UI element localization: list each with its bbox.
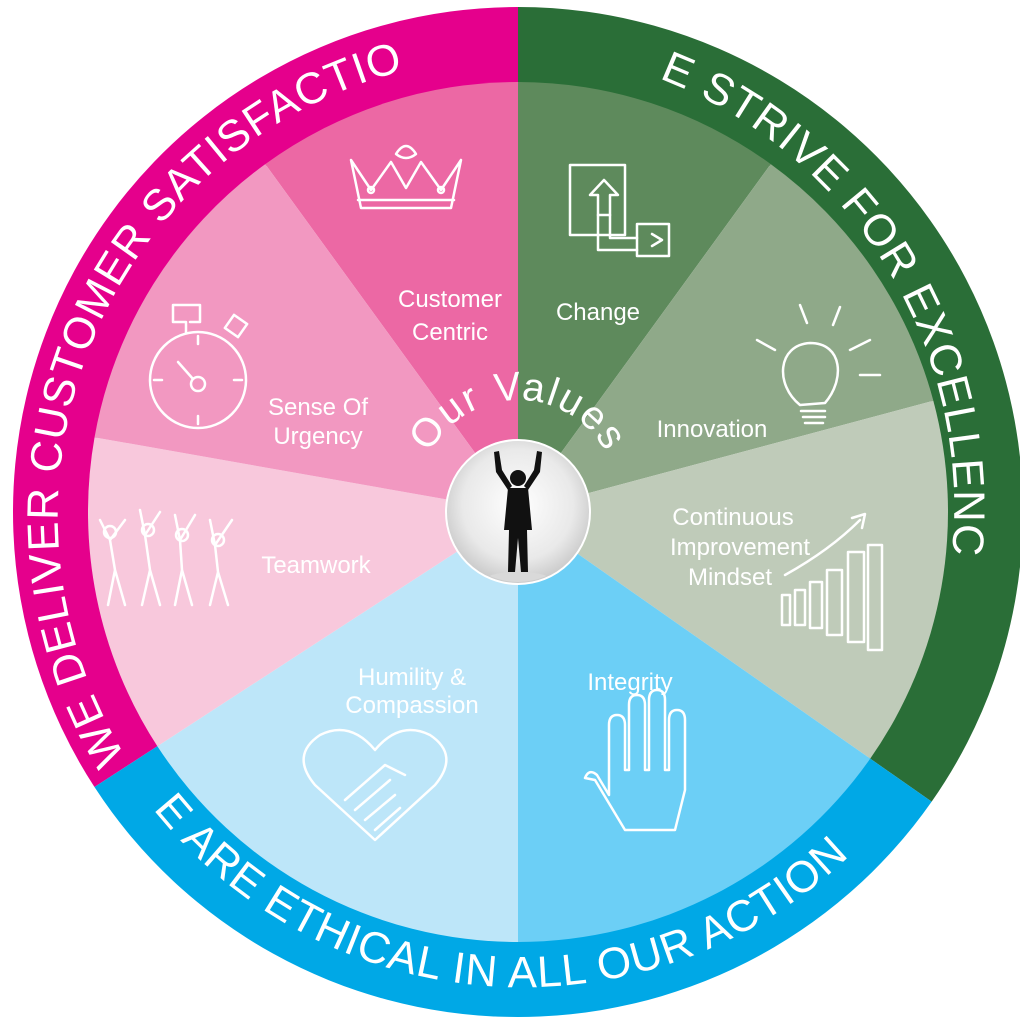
label-humility-line1: Humility & bbox=[358, 664, 466, 691]
segment-labels: Customer Centric Change Innovation Conti… bbox=[261, 286, 810, 719]
label-integrity: Integrity bbox=[587, 669, 672, 696]
segment-sense-of-urgency bbox=[94, 164, 519, 513]
segment-innovation bbox=[518, 164, 934, 513]
label-change: Change bbox=[556, 299, 640, 326]
label-humility-line2: Compassion bbox=[345, 692, 478, 719]
label-teamwork: Teamwork bbox=[261, 552, 371, 579]
crowd-icon bbox=[98, 508, 234, 607]
segment-humility-compassion bbox=[157, 512, 519, 942]
stopwatch-icon bbox=[148, 303, 249, 430]
ring-sector-excellence bbox=[518, 7, 1020, 802]
label-continuous-line3: Mindset bbox=[688, 564, 772, 591]
label-customer-centric-line1: Customer bbox=[398, 286, 502, 313]
label-sense-of-urgency-line1: Sense Of bbox=[268, 394, 368, 421]
ring-sector-ethical bbox=[94, 745, 932, 1018]
segment-integrity bbox=[518, 512, 871, 942]
label-sense-of-urgency-line2: Urgency bbox=[273, 423, 362, 450]
label-continuous-line2: Improvement bbox=[670, 534, 810, 561]
segment-change bbox=[518, 82, 771, 512]
growth-chart-icon bbox=[780, 512, 884, 652]
label-customer-centric-line2: Centric bbox=[412, 319, 488, 346]
segment-continuous-improvement-mindset bbox=[518, 400, 948, 759]
raised-hand-icon bbox=[583, 688, 687, 832]
ring-sector-customer-satisfaction bbox=[13, 7, 519, 788]
outer-ring bbox=[13, 7, 1020, 1018]
label-innovation: Innovation bbox=[657, 416, 768, 443]
process-arrows-icon bbox=[568, 163, 671, 258]
handshake-heart-icon bbox=[302, 728, 448, 842]
label-continuous-line1: Continuous bbox=[672, 504, 793, 531]
lightbulb-icon bbox=[755, 303, 882, 425]
crown-icon bbox=[349, 144, 463, 210]
